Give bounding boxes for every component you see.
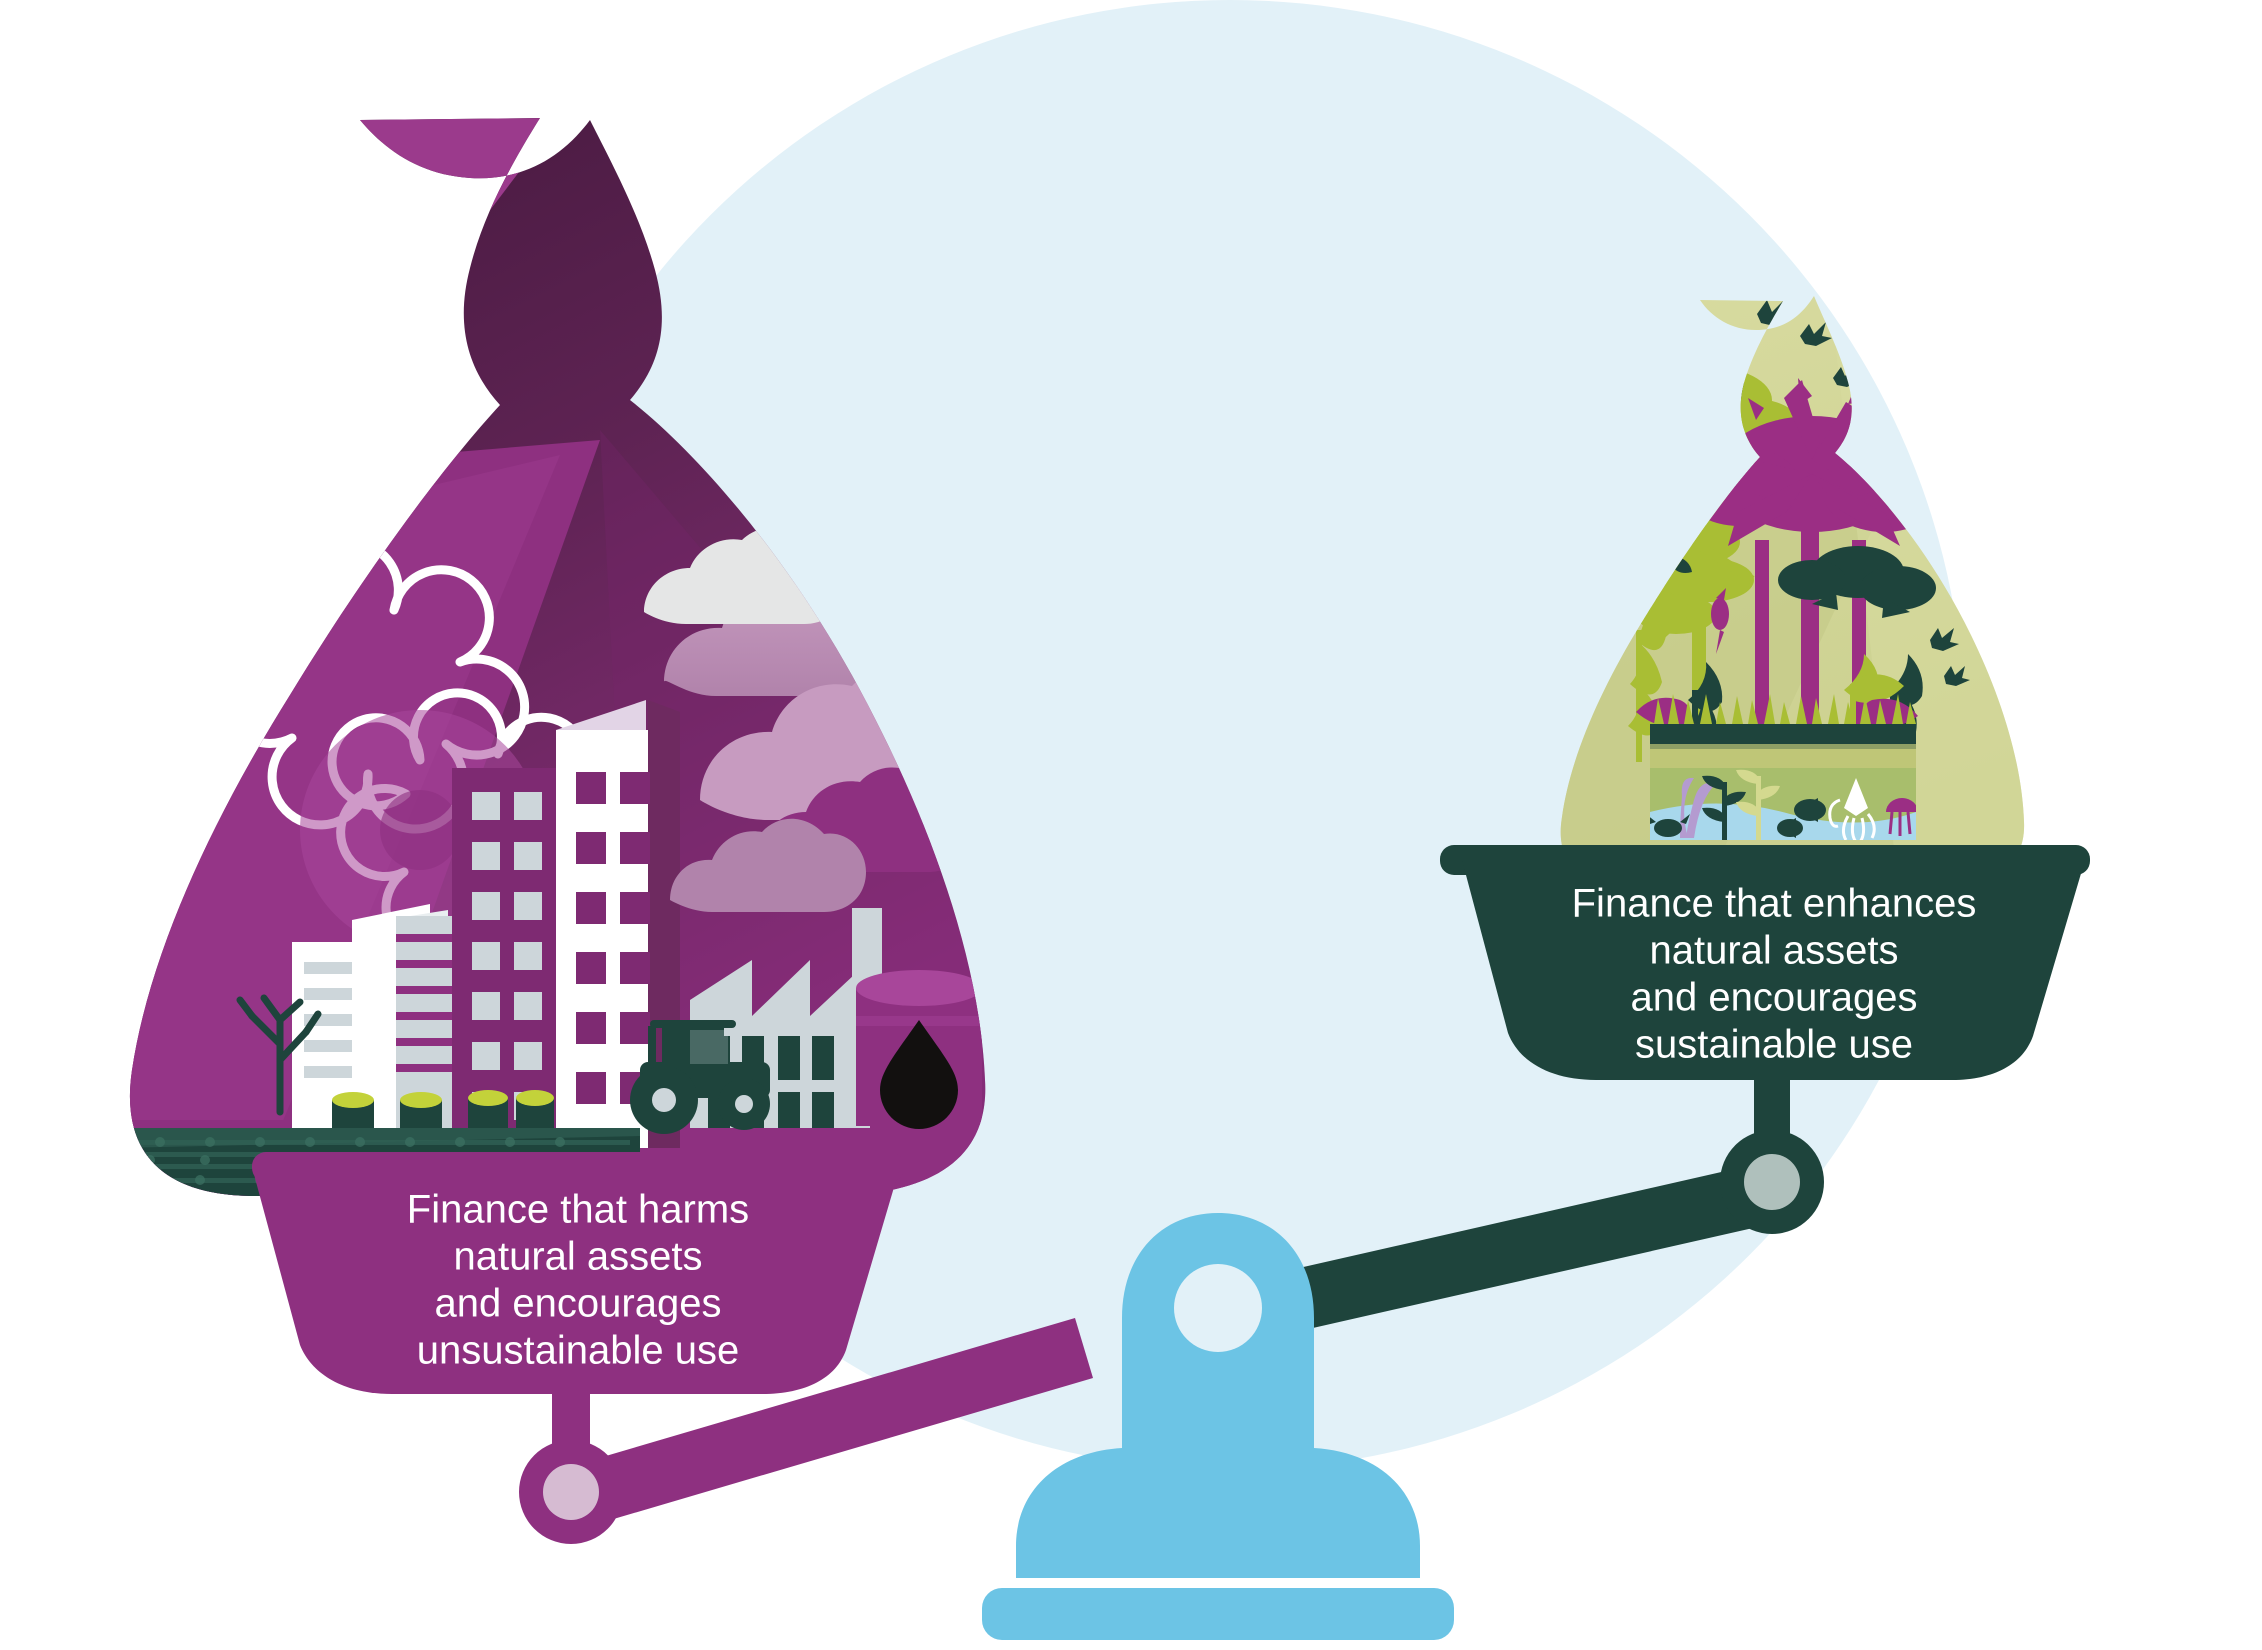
seaweed-olive-icon <box>1736 769 1780 840</box>
silo-icon <box>332 1090 554 1132</box>
flying-bird-icon <box>1930 628 1970 686</box>
small-bird-icon <box>1711 588 1729 654</box>
sustainable-finance-pan: Finance that enhances natural assets and… <box>1440 845 2090 1234</box>
balance-fulcrum <box>982 1213 1454 1640</box>
oil-droplet-icon <box>880 1020 958 1129</box>
left-pan-line-2: natural assets <box>453 1235 702 1279</box>
right-pan-line-1: Finance that enhances <box>1572 882 1977 926</box>
left-pan-label: Finance that harms natural assets and en… <box>407 1188 749 1373</box>
right-pivot-inner <box>1744 1154 1800 1210</box>
right-pan-label: Finance that enhances natural assets and… <box>1572 882 1977 1067</box>
crab-icon <box>1650 814 1690 840</box>
right-pan-line-2: natural assets <box>1649 929 1898 973</box>
left-pan-line-3: and encourages <box>435 1282 722 1326</box>
apartment-tower-icon <box>452 768 560 1148</box>
monstera-leaf-icon <box>1778 546 1936 618</box>
balance-beam <box>565 1158 1797 1528</box>
right-pan-line-4: sustainable use <box>1635 1023 1913 1067</box>
bare-tree-icon <box>236 994 322 1116</box>
left-pivot-inner <box>543 1464 599 1520</box>
aquarium-tank-icon <box>1650 744 1916 840</box>
jellyfish-icon <box>1886 798 1916 836</box>
fulcrum-body <box>1016 1213 1420 1578</box>
gear-disc-core <box>380 790 460 870</box>
beam-right-arm <box>1255 1158 1797 1338</box>
right-pan-bowl <box>1462 860 2085 1080</box>
harmful-finance-pan: Finance that harms natural assets and en… <box>252 1152 904 1544</box>
squid-icon <box>1828 778 1876 840</box>
left-pan-line-1: Finance that harms <box>407 1188 749 1232</box>
fulcrum-base-bar <box>982 1588 1454 1640</box>
oil-drum-icon <box>856 970 982 1129</box>
right-pan-line-3: and encourages <box>1631 976 1918 1020</box>
left-pan-line-4: unsustainable use <box>417 1329 739 1373</box>
tractor-icon <box>630 1020 770 1134</box>
seaweed-dark-icon <box>1702 775 1746 840</box>
grass-icon <box>1650 694 1916 746</box>
left-pan-bowl <box>252 1167 900 1394</box>
fulcrum-hole-icon <box>1174 1264 1262 1352</box>
beam-left-arm <box>565 1318 1093 1528</box>
fish-icon <box>1777 798 1826 838</box>
